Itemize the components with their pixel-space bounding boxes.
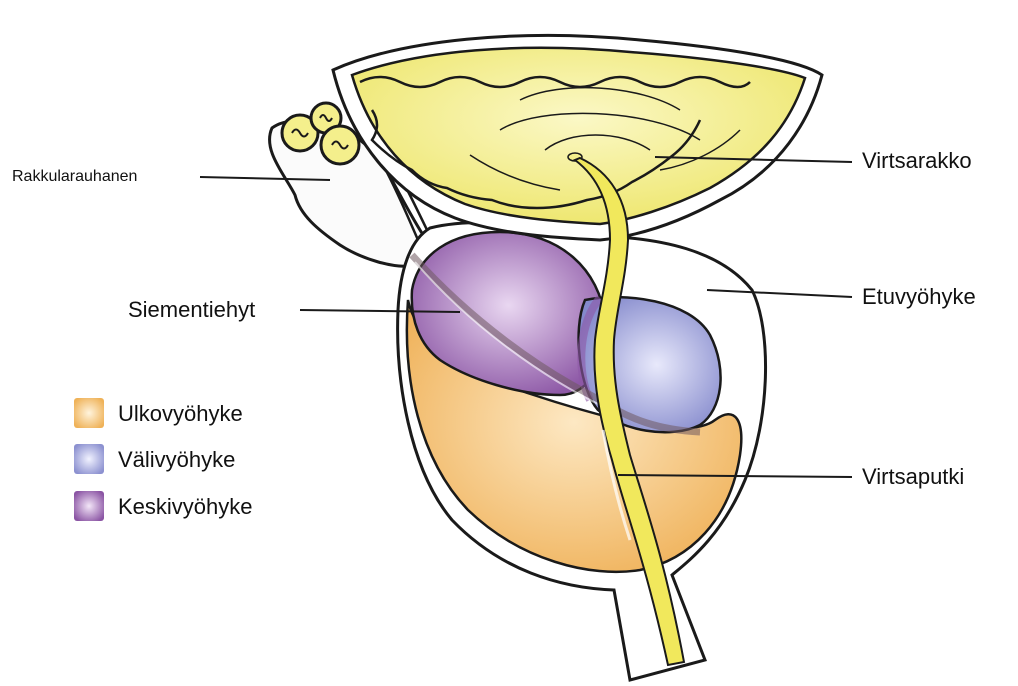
legend-swatch-peripheral: [74, 398, 104, 428]
legend-label-peripheral: Ulkovyöhyke: [118, 401, 243, 427]
label-bladder: Virtsarakko: [862, 148, 972, 174]
legend-label-central: Keskivyöhyke: [118, 494, 253, 520]
label-anterior-zone: Etuvyöhyke: [862, 284, 976, 310]
legend-swatch-transition: [74, 444, 104, 474]
label-ejaculatory-duct: Siementiehyt: [128, 297, 255, 323]
label-urethra: Virtsaputki: [862, 464, 964, 490]
label-seminal-vesicle: Rakkularauhanen: [12, 168, 137, 186]
legend-swatch-central: [74, 491, 104, 521]
legend-label-transition: Välivyöhyke: [118, 447, 235, 473]
